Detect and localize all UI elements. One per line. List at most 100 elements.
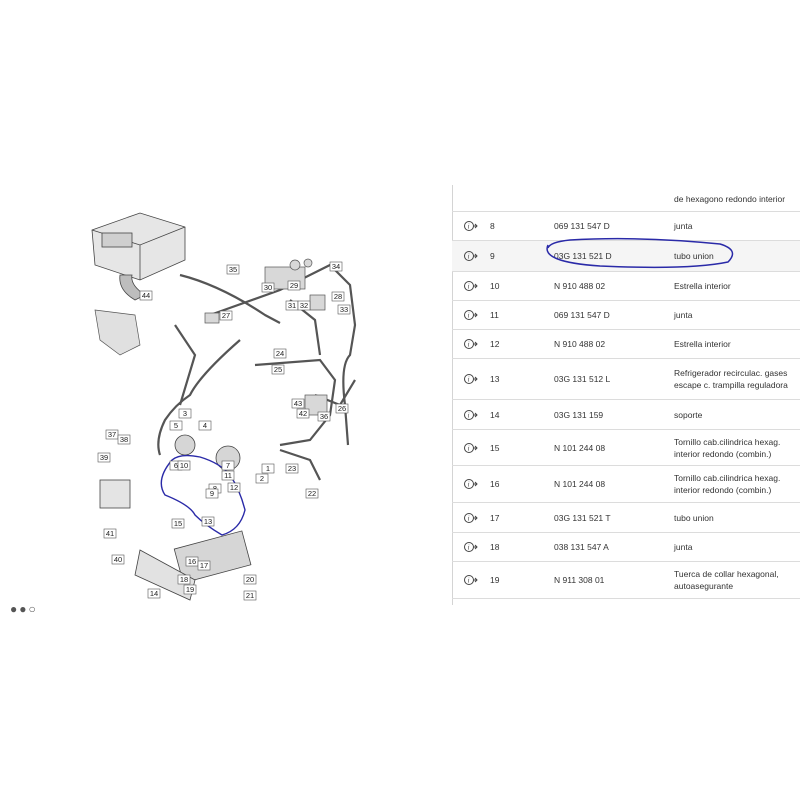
callout-box: [335, 403, 349, 414]
callout-8: 8: [213, 484, 217, 493]
info-arrow-icon[interactable]: i: [452, 212, 490, 240]
svg-text:i: i: [468, 283, 470, 291]
callout-box: [139, 290, 153, 301]
position-number: 12: [490, 339, 500, 349]
callout-21: 21: [246, 591, 254, 600]
highlight-annotation: [160, 454, 246, 536]
part-description: Tuerca de collar hexagonal, autoaseguran…: [674, 569, 779, 591]
table-row[interactable]: i 12 N 910 488 02 Estrella interior: [452, 330, 800, 359]
part-number: N 910 488 02: [554, 281, 606, 291]
callout-28: 28: [334, 292, 342, 301]
svg-text:i: i: [468, 514, 470, 522]
svg-text:i: i: [468, 544, 470, 552]
part-number: 038 131 547 A: [554, 542, 609, 552]
part-number: 069 131 547 D: [554, 221, 610, 231]
part-description: Refrigerador recirculac. gases escape c.…: [674, 368, 788, 390]
info-arrow-icon[interactable]: i: [452, 301, 490, 329]
info-arrow-icon[interactable]: i: [452, 241, 490, 271]
callout-9: 9: [210, 489, 214, 498]
callout-box: [243, 574, 257, 585]
callout-40: 40: [114, 555, 122, 564]
egr-assembly: [99, 434, 252, 601]
callout-32: 32: [300, 301, 308, 310]
part-number: N 910 488 02: [554, 339, 606, 349]
callout-6: 6: [174, 461, 178, 470]
callout-42: 42: [299, 409, 307, 418]
callout-box: [226, 264, 240, 275]
callout-box: [178, 408, 192, 419]
callout-box: [117, 434, 131, 445]
part-description: tubo union: [674, 512, 714, 523]
svg-text:i: i: [468, 376, 470, 384]
svg-text:i: i: [468, 444, 470, 452]
callout-39: 39: [100, 453, 108, 462]
svg-text:i: i: [468, 312, 470, 320]
callout-33: 33: [340, 305, 348, 314]
info-arrow-icon[interactable]: i: [452, 330, 490, 358]
callout-14: 14: [150, 589, 158, 598]
page-indicator-dots: ●●○: [10, 602, 38, 616]
callout-38: 38: [120, 435, 128, 444]
position-number: 19: [490, 575, 500, 585]
info-arrow-icon[interactable]: i: [452, 272, 490, 300]
callout-24: 24: [276, 349, 284, 358]
info-arrow-icon[interactable]: i: [452, 430, 490, 465]
callout-box: [337, 304, 351, 315]
callout-box: [169, 420, 183, 431]
info-arrow-icon[interactable]: i: [452, 533, 490, 561]
position-number: 18: [490, 542, 500, 552]
info-arrow-icon[interactable]: i: [452, 359, 490, 399]
callout-box: [273, 348, 287, 359]
callout-box: [297, 300, 311, 311]
info-arrow-icon[interactable]: i: [452, 562, 490, 598]
part-number: N 101 244 08: [554, 442, 606, 453]
position-number: 10: [490, 281, 500, 291]
position-number: 9: [490, 251, 495, 261]
callout-box: [331, 291, 345, 302]
callout-44: 44: [142, 291, 150, 300]
callout-4: 4: [203, 421, 207, 430]
callout-box: [219, 310, 233, 321]
bracket-left: [94, 309, 141, 356]
row-description: de hexagono redondo interior: [674, 194, 786, 204]
hose-lines: [157, 263, 357, 481]
callout-7: 7: [226, 461, 230, 470]
svg-text:i: i: [468, 341, 470, 349]
callout-box: [177, 574, 191, 585]
part-number: 03G 131 521 T: [554, 512, 611, 523]
position-number: 15: [490, 442, 500, 453]
part-number: N 101 244 08: [554, 479, 606, 489]
callout-18: 18: [180, 575, 188, 584]
part-number: N 911 308 01: [554, 575, 605, 585]
position-number: 8: [490, 221, 495, 231]
callout-31: 31: [288, 301, 296, 310]
table-row[interactable]: i 13 03G 131 512 L Refrigerador recirculac.…: [452, 359, 800, 400]
info-arrow-icon[interactable]: i: [452, 466, 490, 502]
info-arrow-icon[interactable]: i: [452, 503, 490, 532]
part-number: 03G 131 512 L: [554, 374, 611, 384]
callout-37: 37: [108, 430, 116, 439]
valve-cluster: [204, 258, 328, 416]
callout-12: 12: [230, 483, 238, 492]
callout-15: 15: [174, 519, 182, 528]
info-arrow-icon[interactable]: i: [452, 400, 490, 429]
part-description: Estrella interior: [674, 339, 731, 349]
position-number: 16: [490, 479, 500, 489]
callout-36: 36: [320, 412, 328, 421]
callout-box: [317, 411, 331, 422]
callout-box: [177, 460, 191, 471]
callout-box: [255, 473, 269, 484]
part-number: 069 131 547 D: [554, 310, 610, 320]
callout-5: 5: [174, 421, 178, 430]
position-number: 13: [490, 374, 500, 384]
